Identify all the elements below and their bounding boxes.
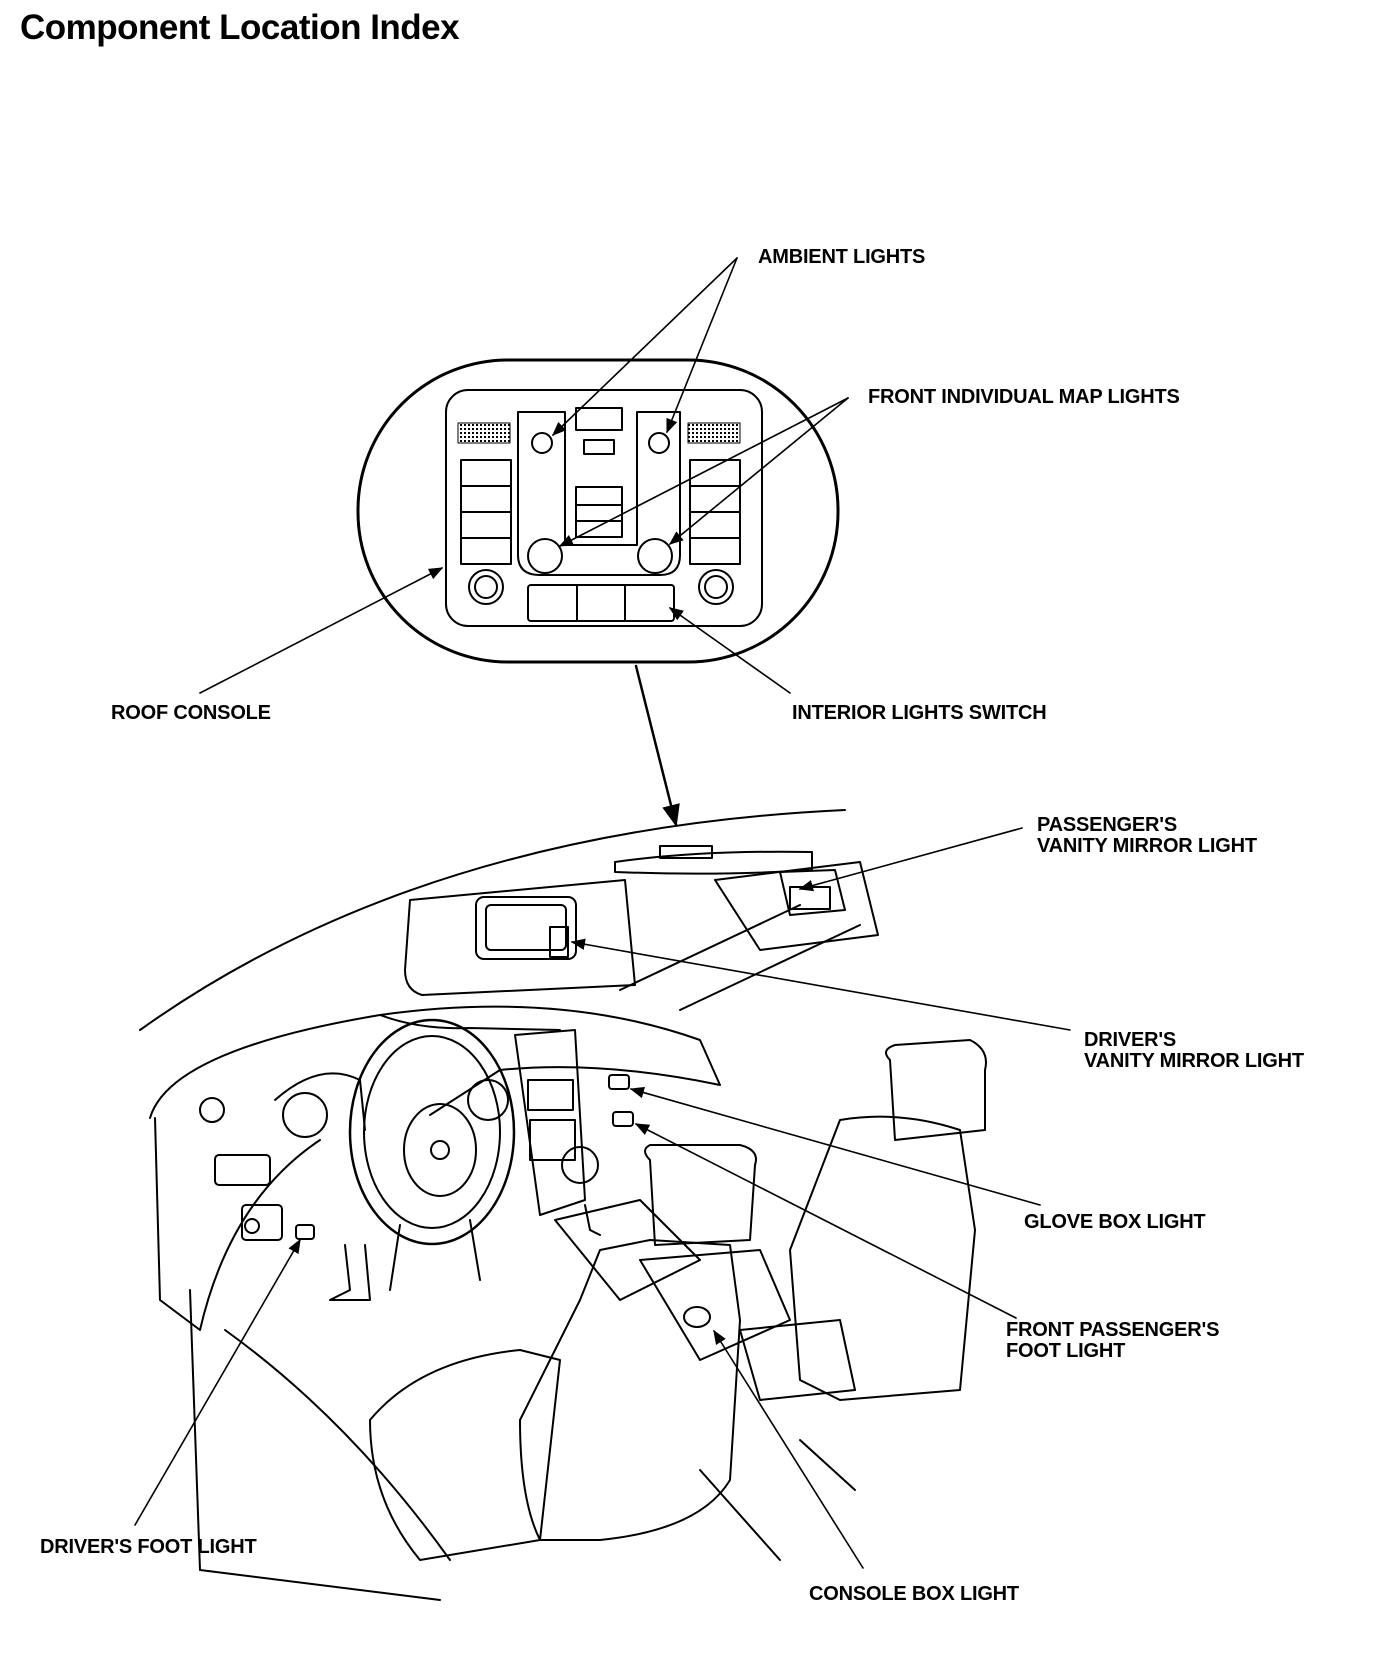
page-title: Component Location Index bbox=[20, 8, 460, 47]
front-passengers-foot-light-label: FRONT PASSENGER'S FOOT LIGHT bbox=[1006, 1319, 1220, 1362]
console-location-arrow bbox=[634, 664, 680, 828]
front-passengers-foot-light-fixture bbox=[612, 1111, 634, 1127]
vehicle-interior-illustration bbox=[139, 809, 987, 1601]
light-fixtures bbox=[295, 1074, 711, 1328]
console-box-light-fixture bbox=[683, 1306, 711, 1328]
glove-box-light-fixture bbox=[608, 1074, 630, 1090]
interior-lights-switch-label: INTERIOR LIGHTS SWITCH bbox=[792, 702, 1047, 724]
drivers-foot-light-fixture bbox=[295, 1224, 315, 1240]
front-individual-map-lights-label: FRONT INDIVIDUAL MAP LIGHTS bbox=[868, 386, 1180, 408]
roof-console-detail bbox=[356, 358, 840, 664]
ambient-lights-label: AMBIENT LIGHTS bbox=[758, 246, 926, 268]
leader-lines bbox=[134, 257, 1071, 1569]
console-box-light-label: CONSOLE BOX LIGHT bbox=[809, 1583, 1019, 1605]
glove-box-light-label: GLOVE BOX LIGHT bbox=[1024, 1211, 1206, 1233]
passengers-vanity-mirror-light-label: PASSENGER'S VANITY MIRROR LIGHT bbox=[1037, 814, 1257, 857]
drivers-foot-light-label: DRIVER'S FOOT LIGHT bbox=[40, 1536, 257, 1558]
roof-console-label: ROOF CONSOLE bbox=[111, 702, 271, 724]
drivers-vanity-mirror-light-label: DRIVER'S VANITY MIRROR LIGHT bbox=[1084, 1029, 1304, 1072]
